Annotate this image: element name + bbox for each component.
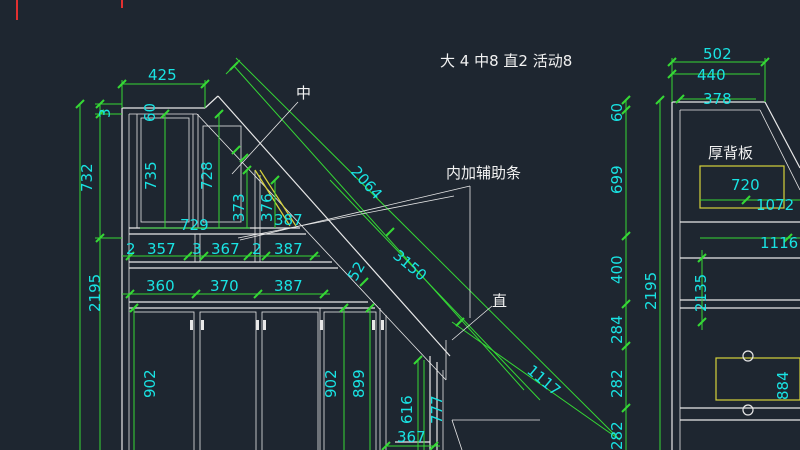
leader-lines <box>231 101 493 341</box>
dim-h-884: 884 <box>774 371 792 400</box>
dim-h-282a: 282 <box>608 369 626 398</box>
thick-back-label: 厚背板 <box>708 144 753 162</box>
dim-w-440: 440 <box>697 66 726 84</box>
dim-top-left-3: 3 <box>96 108 114 118</box>
left-dimension-texts: 425 3 60 732 2195 735 728 729 373 376 38… <box>78 66 564 446</box>
inner-brace-lines <box>254 169 297 227</box>
dim-row1-d: 367 <box>211 240 240 258</box>
dim-h-899: 899 <box>350 369 368 398</box>
brace-label: 内加辅助条 <box>446 164 521 182</box>
right-insert-boxes <box>699 165 800 401</box>
dim-w-502: 502 <box>703 45 732 63</box>
dim-h-282b: 282 <box>608 421 626 450</box>
dim-row2-c: 387 <box>274 277 303 295</box>
dim-h-373: 373 <box>230 193 248 222</box>
dim-row1-c: 3 <box>192 240 202 258</box>
dim-h-728: 728 <box>198 161 216 190</box>
dim-w-387a: 387 <box>274 211 303 229</box>
right-dimension-lines <box>621 57 800 450</box>
annotation-texts: 大 4 中8 直2 活动8 中 内加辅助条 直 厚背板 <box>296 52 753 310</box>
dim-h-2135: 2135 <box>692 274 710 312</box>
dim-h-284: 284 <box>608 315 626 344</box>
dim-h-699: 699 <box>608 165 626 194</box>
dim-diag-2064: 2064 <box>347 163 386 203</box>
red-corner-marks <box>16 0 123 20</box>
dim-total-height: 2195 <box>86 274 104 312</box>
dim-w-1116: 1116 <box>760 234 798 252</box>
dim-diag-1117: 1117 <box>523 361 564 399</box>
dim-row1-a: 2 <box>126 240 136 258</box>
dim-row1-b: 357 <box>147 240 176 258</box>
straight-label: 直 <box>492 292 507 310</box>
dim-row2-b: 370 <box>210 277 239 295</box>
dim-w-378: 378 <box>703 90 732 108</box>
dim-h-902a: 902 <box>141 369 159 398</box>
dim-row1-f: 387 <box>274 240 303 258</box>
middle-label: 中 <box>296 84 311 102</box>
dim-w-720: 720 <box>731 176 760 194</box>
left-cabinet-outline <box>121 95 540 450</box>
dim-h-902b: 902 <box>322 369 340 398</box>
dim-w-367: 367 <box>397 428 426 446</box>
dim-w-729: 729 <box>180 216 209 234</box>
dim-h-376: 376 <box>258 193 276 222</box>
header-note: 大 4 中8 直2 活动8 <box>440 52 572 70</box>
left-dimension-lines <box>75 57 621 450</box>
dim-w-1072: 1072 <box>756 196 794 214</box>
dim-h-400: 400 <box>608 255 626 284</box>
dim-height-732: 732 <box>78 163 96 192</box>
dim-row1-e: 2 <box>252 240 262 258</box>
dim-r-top-60: 60 <box>608 103 626 122</box>
right-dimension-texts: 502 440 378 60 699 400 2195 2135 284 282… <box>608 45 798 450</box>
dim-top-60: 60 <box>141 103 159 122</box>
dim-h-2195: 2195 <box>642 272 660 310</box>
dim-top-width: 425 <box>148 66 177 84</box>
dim-row2-a: 360 <box>146 277 175 295</box>
right-hardware-circles <box>742 350 754 416</box>
dim-h-735: 735 <box>142 161 160 190</box>
dim-h-616: 616 <box>398 395 416 424</box>
right-cabinet-outline <box>671 101 800 450</box>
dim-h-777: 777 <box>428 395 446 424</box>
